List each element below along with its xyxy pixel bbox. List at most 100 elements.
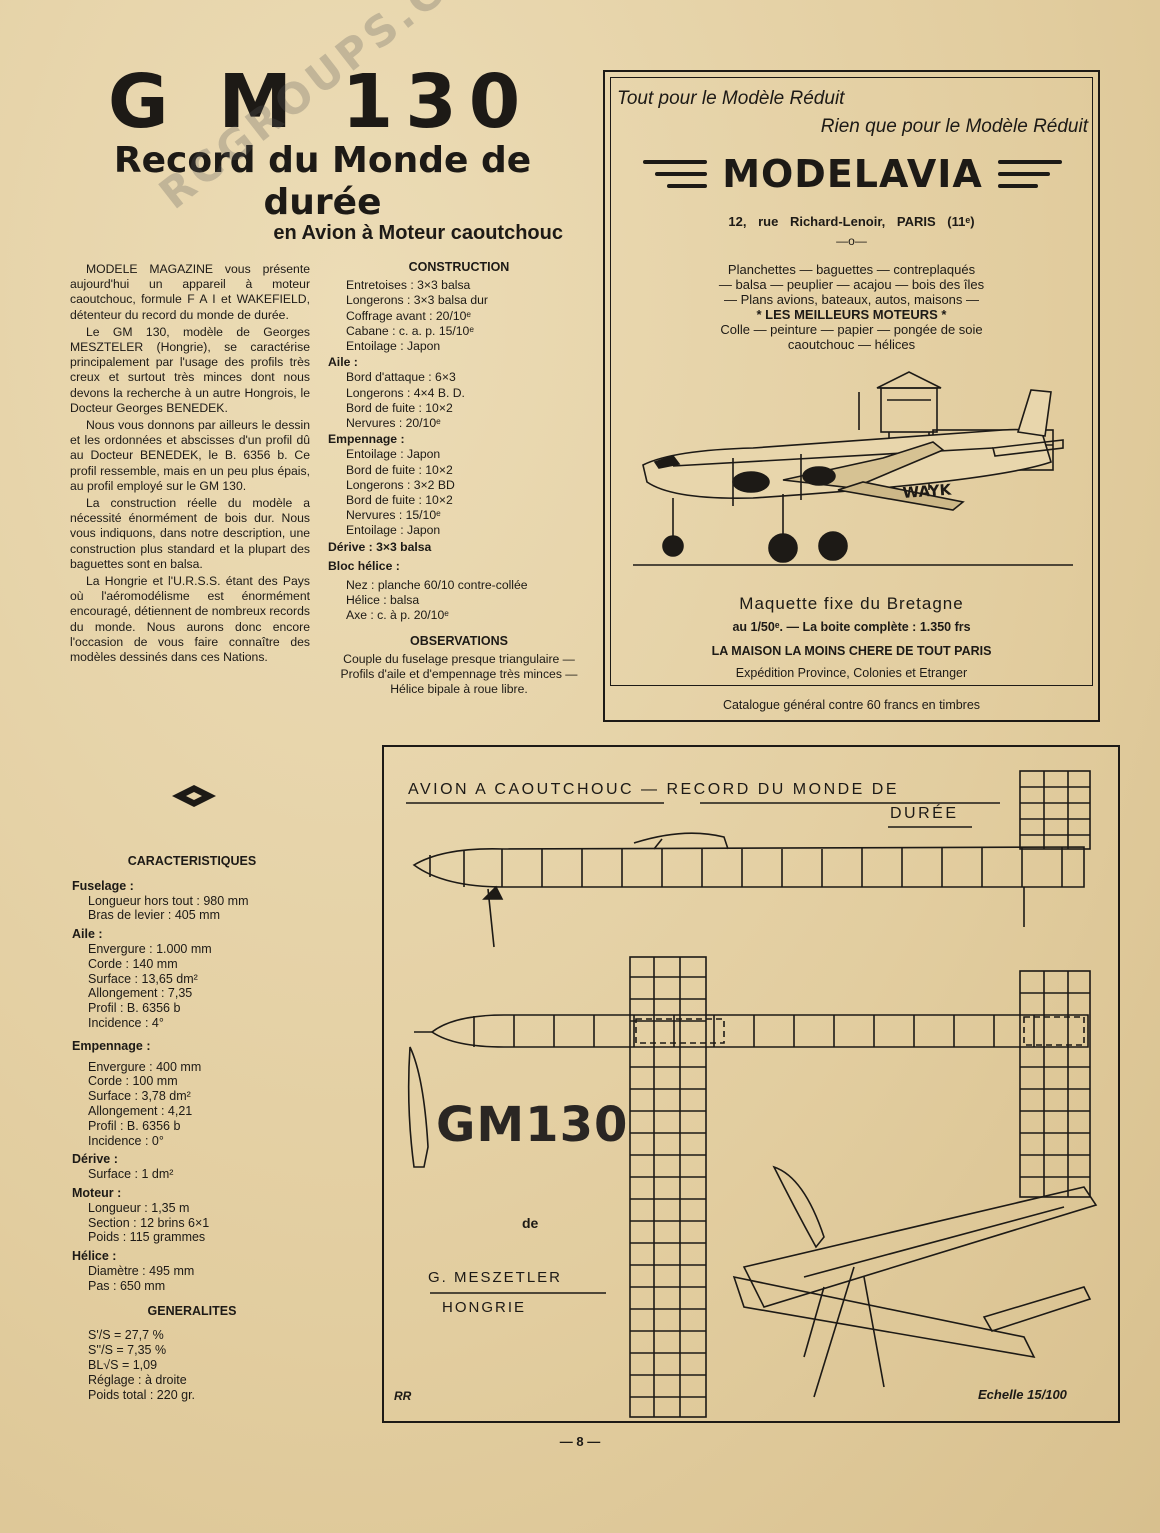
page-number: — 8 — — [559, 1434, 601, 1449]
spec-line: Nervures : 15/10ᵉ — [346, 508, 441, 523]
ad-list-line: — balsa — peuplier — acajou — bois des î… — [718, 277, 985, 292]
carac-line: Incidence : 4° — [88, 1015, 164, 1030]
article-paragraph: MODELE MAGAZINE vous présente aujourd'hu… — [70, 262, 310, 322]
spec-line: Cabane : c. a. p. 15/10ᵉ — [346, 323, 474, 338]
spec-line: Bord de fuite : 10×2 — [346, 400, 453, 415]
article-title: G M 130 — [107, 59, 533, 145]
carac-group-label: Empennage : — [72, 1038, 151, 1053]
wing-ribs — [630, 957, 706, 1417]
generalites-line: Réglage : à droite — [88, 1372, 187, 1387]
generalites-line: BL√S = 1,09 — [88, 1357, 158, 1372]
carac-line: Envergure : 400 mm — [88, 1059, 202, 1074]
spec-group-empennage: Empennage : — [328, 432, 405, 447]
spec-line: Nez : planche 60/10 contre-collée — [346, 578, 528, 593]
carac-line: Profil : B. 6356 b — [88, 1001, 181, 1016]
spec-line: Bord d'attaque : 6×3 — [346, 370, 456, 385]
carac-line: Corde : 100 mm — [88, 1074, 178, 1089]
ad-tagline-1: Tout pour le Modèle Réduit — [617, 88, 845, 109]
carac-line: Longueur hors tout : 980 mm — [88, 893, 249, 908]
plan-de: de — [522, 1215, 539, 1231]
ad-brand: MODELAVIA — [722, 152, 983, 196]
carac-line: Allongement : 4,21 — [88, 1103, 193, 1118]
spec-group-aile: Aile : — [328, 355, 358, 370]
carac-group-label: Fuselage : — [72, 878, 134, 893]
spec-line: Axe : c. à p. 20/10ᵉ — [346, 608, 449, 623]
article-paragraph: La Hongrie et l'U.R.S.S. étant des Pays … — [70, 574, 310, 665]
brand-wings-icon — [643, 160, 1062, 188]
spec-line: Longerons : 3×3 balsa dur — [346, 293, 488, 308]
spec-line: Entoilage : Japon — [346, 523, 441, 538]
carac-group-label: Aile : — [72, 927, 103, 942]
article-paragraph: La construction réelle du modèle a néces… — [70, 496, 310, 571]
spec-line: Longerons : 3×2 BD — [346, 477, 455, 492]
ad-list-line: Colle — peinture — papier — pongée de so… — [720, 322, 983, 337]
plan-drawing-svg — [406, 770, 1098, 1418]
carac-group-label: Dérive : — [72, 1152, 118, 1167]
article-paragraph: Le GM 130, modèle de Georges MESZTELER (… — [70, 324, 310, 415]
spec-line: Entretoises : 3×3 balsa — [346, 278, 471, 293]
ad-separator: —o— — [836, 234, 867, 248]
observations-heading: OBSERVATIONS — [410, 633, 508, 648]
model-plan-drawing: AVION A CAOUTCHOUC — RECORD DU MONDE DE … — [382, 745, 1120, 1423]
carac-line: Diamètre : 495 mm — [88, 1263, 195, 1278]
spec-line: Longerons : 4×4 B. D. — [346, 385, 465, 400]
generalites-heading: GENERALITES — [147, 1303, 237, 1318]
bretagne-aircraft-illustration: WAYK — [633, 371, 1073, 566]
carac-line: Section : 12 brins 6×1 — [88, 1215, 210, 1230]
ad-maquette: Maquette fixe du Bretagne — [739, 594, 964, 613]
carac-line: Profil : B. 6356 b — [88, 1118, 181, 1133]
carac-line: Corde : 140 mm — [88, 956, 178, 971]
top-view-formers — [473, 1015, 1035, 1047]
generalites-line: Poids total : 220 gr. — [88, 1387, 196, 1402]
ad-list-line: Planchettes — baguettes — contreplaqués — [727, 262, 976, 277]
article-subtitle-2: en Avion à Moteur caoutchouc — [273, 222, 563, 244]
spec-line: Entoilage : Japon — [346, 447, 441, 462]
carac-group-label: Moteur : — [72, 1185, 122, 1200]
carac-line: Envergure : 1.000 mm — [88, 941, 212, 956]
spec-line: Bord de fuite : 10×2 — [346, 462, 453, 477]
spec-line: Hélice : balsa — [346, 593, 420, 608]
ad-list-line: caoutchouc — hélices — [787, 337, 916, 352]
aircraft-registration: WAYK — [902, 481, 953, 502]
generalites-line: S'/S = 27,7 % — [88, 1328, 164, 1343]
ad-inner-frame — [610, 77, 1093, 686]
characteristics-heading: CARACTERISTIQUES — [127, 854, 257, 868]
spec-line: Coffrage avant : 20/10ᵉ — [346, 308, 471, 323]
plan-signature: RR — [394, 1389, 412, 1403]
carac-line: Poids : 115 grammes — [88, 1230, 206, 1245]
article-paragraph: Nous vous donnons par ailleurs le dessin… — [70, 418, 310, 493]
spec-group-derive: Dérive : 3×3 balsa — [328, 539, 432, 554]
diamond-ornament-icon — [172, 785, 216, 807]
spec-line: Nervures : 20/10ᵉ — [346, 416, 441, 431]
modelavia-advertisement: Tout pour le Modèle Réduit Rien que pour… — [603, 70, 1100, 722]
spec-group-bloc-helice: Bloc hélice : — [328, 558, 400, 573]
observations-text: Couple du fuselage presque triangulaire … — [340, 651, 578, 697]
construction-heading: CONSTRUCTION — [408, 260, 510, 274]
plan-title-line-1: AVION A CAOUTCHOUC — RECORD DU MONDE DE — [408, 781, 900, 798]
plan-country: HONGRIE — [442, 1299, 527, 1316]
carac-line: Surface : 3,78 dm² — [88, 1089, 191, 1104]
carac-line: Pas : 650 mm — [88, 1278, 166, 1293]
spec-line: Bord de fuite : 10×2 — [346, 493, 453, 508]
carac-group-label: Hélice : — [72, 1249, 117, 1264]
ad-price: au 1/50ᵉ. — La boite complète : 1.350 fr… — [732, 620, 971, 634]
article-subtitle: Record du Monde de durée — [113, 140, 532, 223]
side-view-formers — [463, 847, 1063, 887]
construction-section: CONSTRUCTION Entretoises : 3×3 balsa Lon… — [328, 258, 590, 697]
plan-title-line-2: DURÉE — [890, 805, 959, 822]
carac-line: Allongement : 7,35 — [88, 986, 193, 1001]
plan-author: G. MESZETLER — [428, 1269, 563, 1286]
spec-line: Entoilage : Japon — [346, 339, 441, 354]
ad-list-bold-line: * LES MEILLEURS MOTEURS * — [756, 307, 947, 322]
ad-slogan: LA MAISON LA MOINS CHERE DE TOUT PARIS — [711, 644, 992, 658]
carac-line: Surface : 1 dm² — [88, 1167, 174, 1182]
generalites-line: S''/S = 7,35 % — [88, 1343, 167, 1358]
plan-scale: Echelle 15/100 — [978, 1387, 1067, 1402]
characteristics-section: CARACTERISTIQUES Fuselage : Longueur hor… — [72, 852, 312, 1402]
ad-list-line: — Plans avions, bateaux, autos, maisons … — [723, 292, 980, 307]
carac-line: Surface : 13,65 dm² — [88, 971, 198, 986]
ad-expedition: Expédition Province, Colonies et Etrange… — [735, 666, 968, 680]
ad-catalogue: Catalogue général contre 60 francs en ti… — [722, 698, 981, 712]
ad-address: 12, rue Richard-Lenoir, PARIS (11ᵉ) — [728, 214, 975, 229]
